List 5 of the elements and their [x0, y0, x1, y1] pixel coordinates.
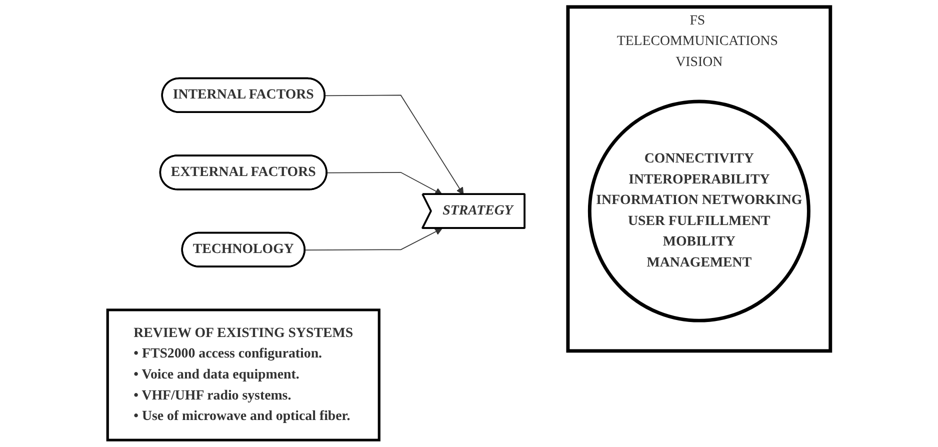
arrow	[304, 228, 442, 250]
arrow	[324, 94, 464, 195]
node-box: REVIEW OF EXISTING SYSTEMS • FTS2000 access configuration. • Voice and data equipment. • VHF/UHF radio systems. • Use of microwave and optical fiber.	[106, 308, 380, 442]
node-circle: CONNECTIVITY INTEROPERABILITY INFORMATION NETWORKING USER FULFILLMENT MOBILITY MANAGEMENT	[588, 100, 810, 322]
arrow	[326, 172, 442, 195]
